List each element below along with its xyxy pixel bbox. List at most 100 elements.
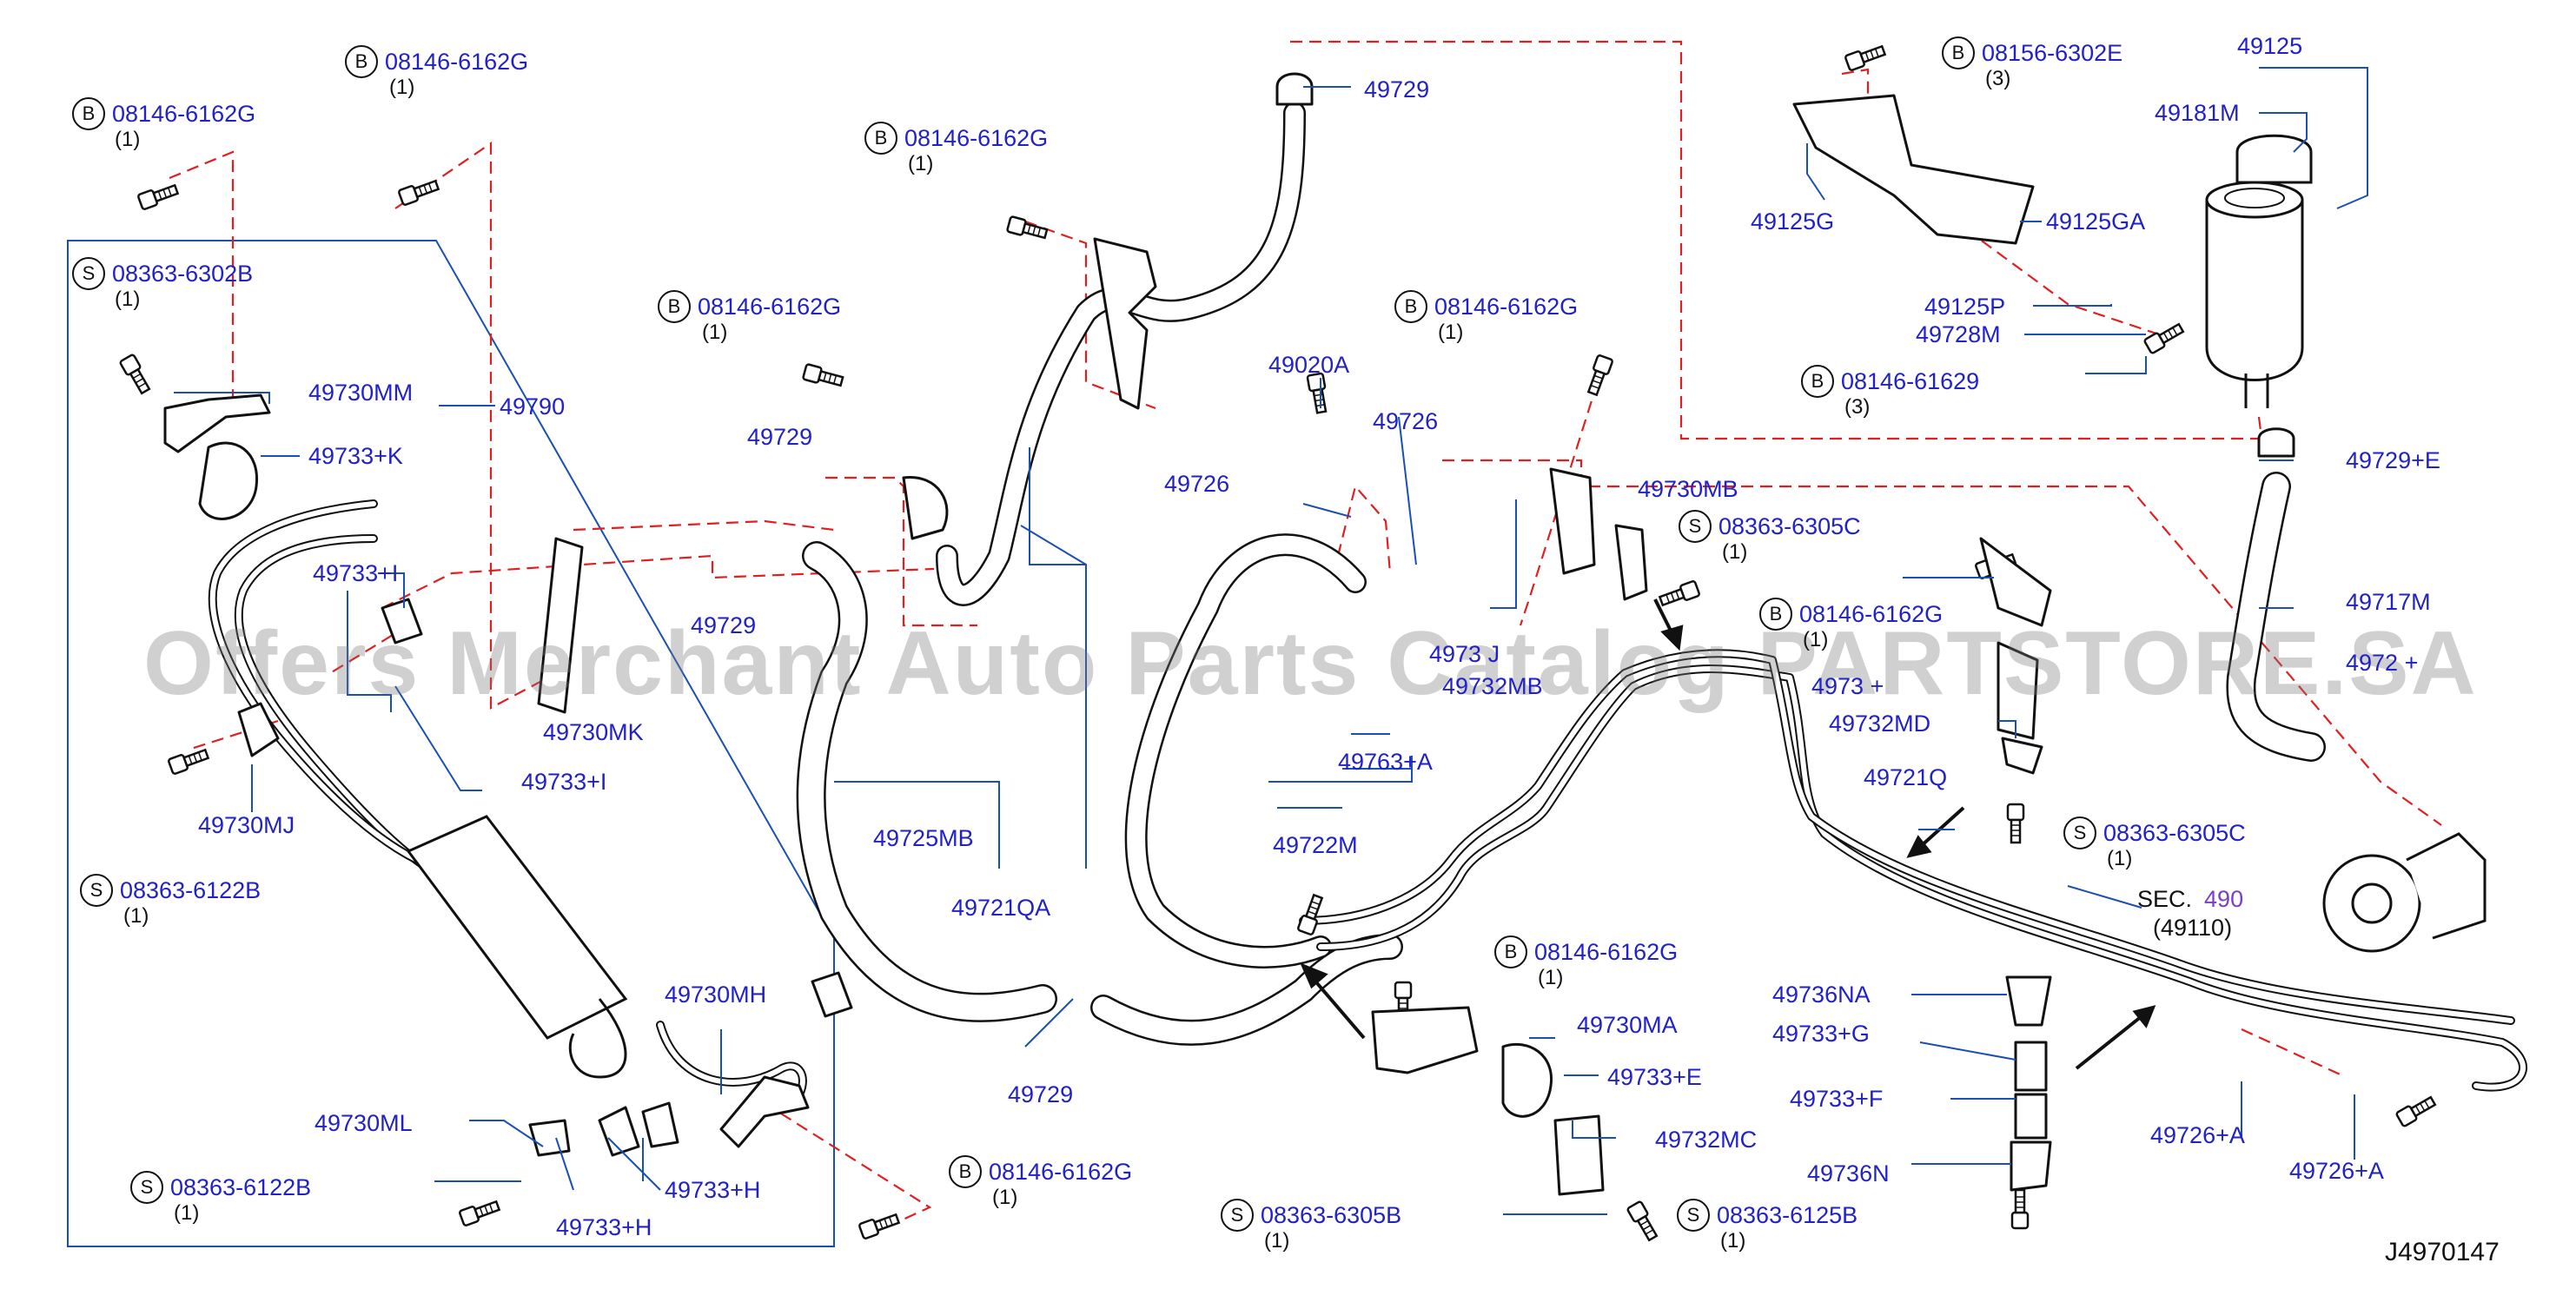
part-label-49730ml[interactable]: 49730ML (315, 1110, 413, 1136)
part-label-49726-a[interactable]: 49726 (1373, 408, 1439, 434)
bolt-part-number[interactable]: 08146-6162G (989, 1158, 1133, 1185)
part-label-49733e[interactable]: 49733+E (1607, 1064, 1702, 1090)
part-label-49125g[interactable]: 49125G (1751, 208, 1835, 235)
bolt-part-number[interactable]: 08146-6162G (112, 100, 256, 127)
part-label-49725mb[interactable]: 49725MB (873, 825, 974, 851)
part-label-49790[interactable]: 49790 (500, 393, 566, 420)
bolt-part-number[interactable]: 08146-6162G (385, 48, 529, 75)
part-label-49020a[interactable]: 49020A (1268, 352, 1350, 378)
part-label-49729-top[interactable]: 49729 (1364, 76, 1430, 102)
bolt-qty: (1) (1722, 540, 1748, 564)
part-label-49733k[interactable]: 49733+K (308, 443, 403, 469)
part-label-49125ga[interactable]: 49125GA (2046, 208, 2146, 235)
part-label-49733f[interactable]: 49733+F (1790, 1086, 1884, 1112)
bolt-ref-10[interactable]: B 08146-6162G (1759, 598, 1943, 631)
bolt-qty: (1) (1438, 321, 1464, 344)
bolt-part-number[interactable]: 08156-6302E (1982, 39, 2123, 66)
assembly-boundary-49790 (67, 240, 835, 1247)
part-label-4973j-partial[interactable]: 4973 J (1429, 641, 1500, 667)
part-label-49730mk[interactable]: 49730MK (543, 719, 644, 745)
screw-ref-3[interactable]: S 08363-6302B (72, 257, 253, 290)
part-label-49717m[interactable]: 49717M (2346, 589, 2431, 615)
bolt-part-number[interactable]: 08363-6302B (112, 260, 254, 287)
bolt-part-number[interactable]: 08363-6305B (1261, 1201, 1402, 1228)
bolt-qty: (1) (1803, 628, 1829, 651)
part-label-49730mj[interactable]: 49730MJ (198, 812, 295, 838)
screw-ref-9[interactable]: S 08363-6305C (1679, 510, 1861, 543)
bolt-qty: (1) (702, 321, 728, 344)
bolt-part-number[interactable]: 08363-6305C (1718, 512, 1861, 539)
part-label-49721q[interactable]: 49721Q (1864, 764, 1948, 790)
bolt-part-number[interactable]: 08363-6122B (120, 876, 262, 903)
bolt-ref-13[interactable]: B 08146-6162G (1494, 935, 1678, 968)
bolt-part-number[interactable]: 08146-61629 (1841, 367, 1980, 394)
part-label-49763a[interactable]: 49763+A (1338, 749, 1433, 775)
part-label-49733i-b[interactable]: 49733+I (521, 769, 607, 795)
part-label-49733i-a[interactable]: 49733+I (313, 560, 399, 586)
part-label-49730ma[interactable]: 49730MA (1577, 1012, 1678, 1038)
part-label-49726-b[interactable]: 49726 (1164, 471, 1230, 497)
part-label-49736na[interactable]: 49736NA (1772, 982, 1871, 1008)
part-label-49730mb[interactable]: 49730MB (1638, 476, 1738, 502)
bolt-type-badge: B (1394, 290, 1427, 323)
part-label-49733h-b[interactable]: 49733+H (556, 1214, 652, 1240)
bolt-part-number[interactable]: 08146-6162G (1534, 938, 1679, 965)
part-label-49728m[interactable]: 49728M (1916, 321, 2001, 347)
screw-ref-12[interactable]: S 08363-6122B (80, 874, 261, 907)
screw-ref-17[interactable]: S 08363-6125B (1677, 1199, 1858, 1232)
bolt-part-number[interactable]: 08363-6122B (170, 1173, 312, 1200)
screw-ref-16[interactable]: S 08363-6305B (1221, 1199, 1401, 1232)
part-label-49729-c[interactable]: 49729 (1008, 1081, 1074, 1107)
part-label-49733g[interactable]: 49733+G (1772, 1021, 1870, 1047)
part-label-4972-partial[interactable]: 4972 + (2346, 650, 2419, 676)
part-label-49125p[interactable]: 49125P (1924, 294, 2006, 320)
part-label-49729e[interactable]: 49729+E (2346, 447, 2440, 473)
part-label-49729-b[interactable]: 49729 (691, 612, 757, 638)
bolt-part-number[interactable]: 08363-6125B (1717, 1201, 1858, 1228)
bolt-ref-7[interactable]: B 08156-6302E (1942, 36, 2122, 69)
part-label-49729-a[interactable]: 49729 (747, 424, 813, 450)
section-sub-number: (49110) (2153, 915, 2233, 941)
part-label-49726a-b[interactable]: 49726+A (2289, 1158, 2384, 1184)
bolt-part-number[interactable]: 08146-6162G (904, 124, 1049, 151)
bolt-type-badge: S (130, 1171, 163, 1204)
part-label-49736n[interactable]: 49736N (1807, 1160, 1890, 1187)
bolt-qty: (1) (2107, 847, 2133, 870)
part-label-49732mc[interactable]: 49732MC (1655, 1127, 1758, 1153)
part-label-49125[interactable]: 49125 (2237, 33, 2303, 59)
bolt-type-badge: S (72, 257, 105, 290)
bolt-part-number[interactable]: 08146-6162G (1799, 600, 1944, 627)
part-label-4973-partial[interactable]: 4973 + (1811, 673, 1884, 699)
bolt-ref-5[interactable]: B 08146-6162G (658, 290, 841, 323)
part-label-49726a-a[interactable]: 49726+A (2150, 1122, 2245, 1148)
part-label-49730mm[interactable]: 49730MM (308, 380, 414, 406)
bolt-qty: (1) (115, 128, 141, 151)
bolt-ref-6[interactable]: B 08146-6162G (1394, 290, 1578, 323)
bolt-ref-1[interactable]: B 08146-6162G (72, 97, 255, 130)
part-label-49721qa[interactable]: 49721QA (951, 895, 1051, 921)
bolt-type-badge: S (1679, 510, 1712, 543)
bolt-type-badge: B (345, 45, 378, 78)
bolt-ref-4[interactable]: B 08146-6162G (864, 122, 1048, 155)
part-label-49730mh[interactable]: 49730MH (665, 982, 767, 1008)
bolt-qty: (1) (908, 152, 934, 175)
part-label-49722m[interactable]: 49722M (1273, 832, 1358, 858)
bolt-part-number[interactable]: 08363-6305C (2103, 819, 2246, 846)
bolt-ref-15[interactable]: B 08146-6162G (949, 1155, 1132, 1188)
screw-ref-11[interactable]: S 08363-6305C (2063, 816, 2246, 849)
part-label-49732md[interactable]: 49732MD (1829, 711, 1931, 737)
bolt-qty: (1) (992, 1186, 1018, 1209)
section-reference[interactable]: SEC. 490 (2137, 886, 2243, 913)
section-number[interactable]: 490 (2204, 886, 2244, 912)
bolt-part-number[interactable]: 08146-6162G (1434, 293, 1579, 320)
bolt-type-badge: S (80, 874, 113, 907)
part-label-49732mb-partial[interactable]: 49732MB (1442, 673, 1543, 699)
screw-ref-14[interactable]: S 08363-6122B (130, 1171, 311, 1204)
part-label-49733h-a[interactable]: 49733+H (665, 1177, 761, 1203)
bolt-part-number[interactable]: 08146-6162G (698, 293, 842, 320)
bolt-qty: (1) (123, 904, 149, 928)
bolt-ref-8[interactable]: B 08146-61629 (1801, 365, 1979, 398)
part-label-49181m[interactable]: 49181M (2155, 100, 2240, 126)
bolt-ref-2[interactable]: B 08146-6162G (345, 45, 528, 78)
